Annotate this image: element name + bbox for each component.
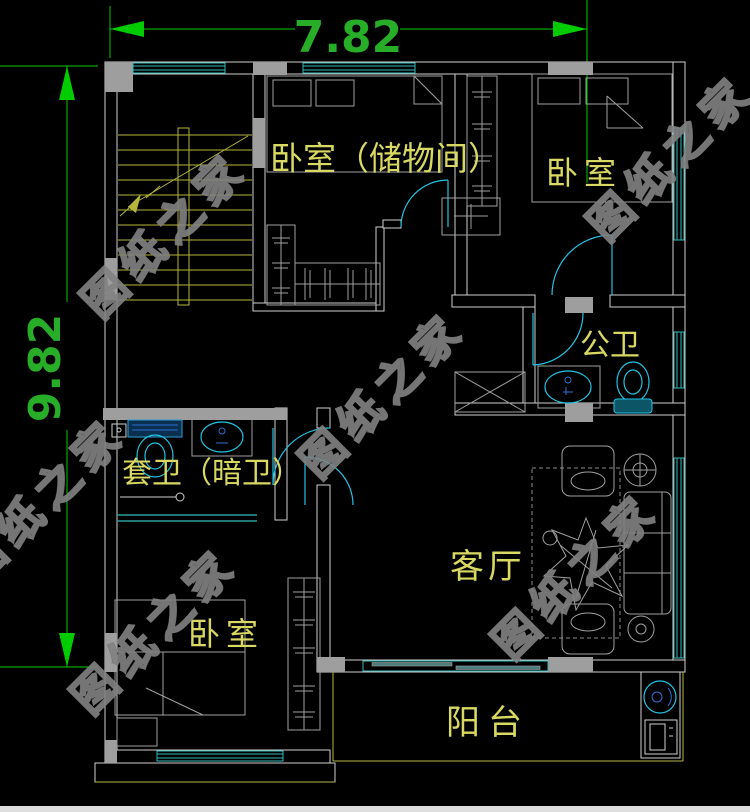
- sliding-door: [362, 660, 549, 672]
- coffee-table-round: [623, 453, 657, 487]
- stool-circle: [542, 530, 558, 546]
- dim-arrow-bottom: [59, 633, 75, 667]
- dimension-width-label: 7.82: [294, 12, 403, 63]
- label-bedroom-top-right: 卧室: [546, 154, 622, 192]
- balcony-wash-area: [640, 671, 681, 759]
- dimension-top: 7.82: [109, 0, 588, 183]
- public-bath-sink: [537, 365, 601, 409]
- label-balcony: 阳台: [446, 703, 530, 743]
- closet-storage-room-south: [294, 262, 381, 306]
- side-table-round: [627, 615, 655, 643]
- dimension-height-label: 9.82: [20, 314, 71, 423]
- closet-top-right-bedroom: [466, 75, 498, 207]
- public-bath-toilet: [613, 361, 653, 414]
- label-living-room: 客厅: [450, 547, 526, 587]
- door-public-bathroom: [532, 312, 584, 366]
- sofa: [623, 491, 672, 615]
- shaft-box: [454, 371, 526, 413]
- armchair-bottom: [561, 603, 615, 655]
- label-ensuite-bathroom: 套卫（暗卫）: [122, 456, 302, 491]
- ensuite-toilet: [111, 419, 183, 478]
- bed-bottom-bedroom: [114, 599, 246, 747]
- doors: [272, 179, 613, 506]
- door-bottom-bedroom: [272, 427, 331, 486]
- bed-storage-room: [266, 75, 443, 173]
- closet-bottom-bedroom: [287, 577, 321, 731]
- door-top-right-bedroom: [551, 234, 613, 296]
- plant: [542, 516, 630, 612]
- dimension-left: 9.82: [0, 65, 98, 668]
- ensuite-towel-bar: [120, 492, 185, 502]
- dim-arrow-right: [553, 21, 587, 37]
- washing-machine: [644, 719, 678, 755]
- door-ensuite-bathroom: [304, 456, 354, 506]
- closet-storage-room-west: [266, 224, 296, 306]
- room-labels: 卧室（储物间） 卧室 公卫 套卫（暗卫） 客厅 卧室 阳台: [122, 139, 640, 743]
- door-storage-room: [400, 179, 449, 228]
- label-bedroom-storage: 卧室（储物间）: [270, 139, 501, 178]
- dim-arrow-left: [110, 21, 144, 37]
- page-bottom-strip: [0, 806, 750, 812]
- dim-arrow-top: [59, 66, 75, 100]
- staircase: [118, 127, 252, 306]
- bed-top-right-bedroom: [531, 73, 673, 203]
- windows: [132, 62, 685, 762]
- living-room-furniture: [531, 445, 672, 655]
- balcony-outline: [95, 672, 684, 783]
- label-public-bathroom: 公卫: [580, 328, 640, 363]
- armchair-top: [561, 445, 615, 497]
- ensuite-shower-screen: [117, 514, 257, 522]
- ensuite-sink: [191, 417, 253, 457]
- hall-table: [441, 197, 501, 236]
- label-bedroom-bottom-left: 卧室: [188, 615, 264, 653]
